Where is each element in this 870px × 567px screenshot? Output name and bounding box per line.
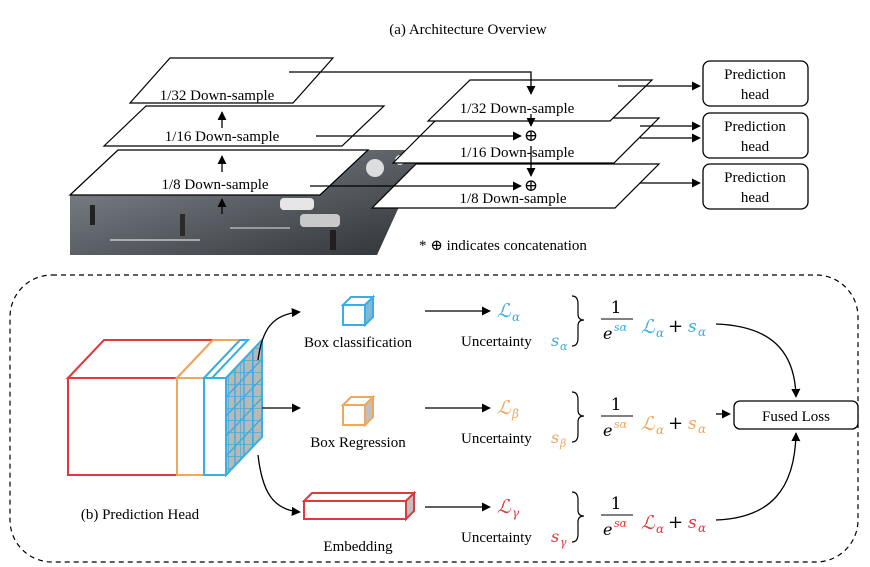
concat-note-prefix: * (419, 238, 430, 254)
loss-symbol: ℒ (497, 397, 512, 419)
prediction-head-box-2 (702, 112, 809, 159)
fraction-denominator-base: e (603, 324, 612, 343)
concat-note-text: indicates concatenation (443, 238, 588, 254)
loss-subscript: γ (512, 506, 520, 520)
uncertainty-label: Uncertainty (461, 530, 532, 546)
term-s-symbol: s (688, 414, 697, 434)
right-pyramid: 1/8 Down-sample 1/16 Down-sample 1/32 Do… (370, 79, 661, 209)
left-layer-1-16-label: 1/16 Down-sample (165, 129, 280, 145)
right-layer-1-8-label: 1/8 Down-sample (459, 191, 566, 207)
feature-cube (65, 337, 263, 478)
fraction-numerator: 1 (611, 494, 622, 514)
term-loss-symbol: ℒ (641, 512, 656, 534)
embedding-bar-icon (301, 490, 417, 522)
fraction-denominator-base: e (603, 421, 612, 440)
left-layer-1-16 (102, 105, 386, 147)
term-s-subscript: α (698, 325, 706, 339)
term-s-subscript: α (698, 521, 706, 535)
fraction-numerator: 1 (611, 395, 622, 415)
uncertainty-symbol: s (551, 428, 559, 447)
concat-note-icon: ⊕ (430, 236, 443, 254)
loss-subscript: β (511, 407, 519, 421)
right-layer-1-32 (426, 79, 654, 122)
prediction-head-3-line2: head (741, 190, 770, 206)
fraction-denominator-exp: sα (614, 517, 628, 530)
plus-sign: + (668, 512, 683, 533)
fused-loss-box (733, 400, 859, 430)
term-s-symbol: s (688, 513, 697, 533)
concat-note: * ⊕ indicates concatenation (419, 236, 587, 254)
box-regression-label: Box Regression (310, 435, 406, 451)
fused-arrows (715, 323, 801, 521)
left-layer-1-8-label: 1/8 Down-sample (161, 177, 268, 193)
box-classification-cube-icon (340, 294, 376, 328)
term-loss-subscript: α (656, 423, 664, 437)
term-loss-subscript: α (656, 522, 664, 536)
loss-symbol: ℒ (497, 300, 512, 322)
uncertainty-subscript: γ (560, 536, 567, 549)
prediction-head-2-line2: head (741, 139, 770, 155)
prediction-head-3-line1: Prediction (724, 170, 786, 186)
fraction-denominator-exp: sα (614, 418, 628, 431)
prediction-head-2-line1: Prediction (724, 119, 786, 135)
concat-icon-1-16: ⊕ (524, 126, 538, 146)
prediction-head-1-line1: Prediction (724, 67, 786, 83)
box-regression-cube-icon (340, 394, 376, 428)
prediction-head-boxes: Prediction head Prediction head Predicti… (702, 60, 809, 210)
fraction-denominator-base: e (603, 520, 612, 539)
left-layer-1-8 (68, 149, 370, 196)
fraction-denominator-exp: sα (614, 321, 628, 334)
loss-arrows (425, 306, 491, 512)
plus-sign: + (668, 316, 683, 337)
term-loss-symbol: ℒ (641, 316, 656, 338)
box-classification-label: Box classification (304, 335, 412, 351)
loss-subscript: α (512, 310, 520, 324)
branch-arrows (257, 308, 301, 516)
plus-sign: + (668, 413, 683, 434)
uncertainty-label: Uncertainty (461, 334, 532, 350)
left-layer-1-32-label: 1/32 Down-sample (160, 88, 275, 104)
uncertainty-symbol: s (551, 527, 559, 546)
term-s-symbol: s (688, 317, 697, 337)
right-layer-1-16 (391, 117, 661, 164)
fraction-numerator: 1 (611, 298, 622, 318)
term-s-subscript: α (698, 422, 706, 436)
prediction-head-1-line2: head (741, 87, 770, 103)
prediction-head-box-1 (702, 60, 809, 107)
loss-symbol: ℒ (497, 496, 512, 518)
concat-nodes: ⊕ ⊕ (524, 126, 538, 196)
embedding-label: Embedding (323, 539, 393, 555)
term-loss-symbol: ℒ (641, 413, 656, 435)
architecture-caption: (a) Architecture Overview (389, 22, 547, 38)
braces (571, 295, 585, 543)
left-pyramid: 1/8 Down-sample 1/16 Down-sample 1/32 Do… (68, 57, 386, 214)
prediction-head-box-3 (702, 163, 809, 210)
concat-icon-1-8: ⊕ (524, 176, 538, 196)
prediction-head-caption: (b) Prediction Head (81, 507, 200, 523)
architecture-arrows (289, 71, 701, 191)
left-layer-1-32 (128, 57, 335, 104)
uncertainty-subscript: β (559, 437, 566, 450)
fused-loss-label: Fused Loss (762, 409, 830, 425)
uncertainty-label: Uncertainty (461, 431, 532, 447)
right-layer-1-16-label: 1/16 Down-sample (460, 145, 575, 161)
uncertainty-subscript: α (560, 340, 568, 353)
right-layer-1-32-label: 1/32 Down-sample (460, 101, 575, 117)
uncertainty-symbol: s (551, 331, 559, 350)
term-loss-subscript: α (656, 326, 664, 340)
